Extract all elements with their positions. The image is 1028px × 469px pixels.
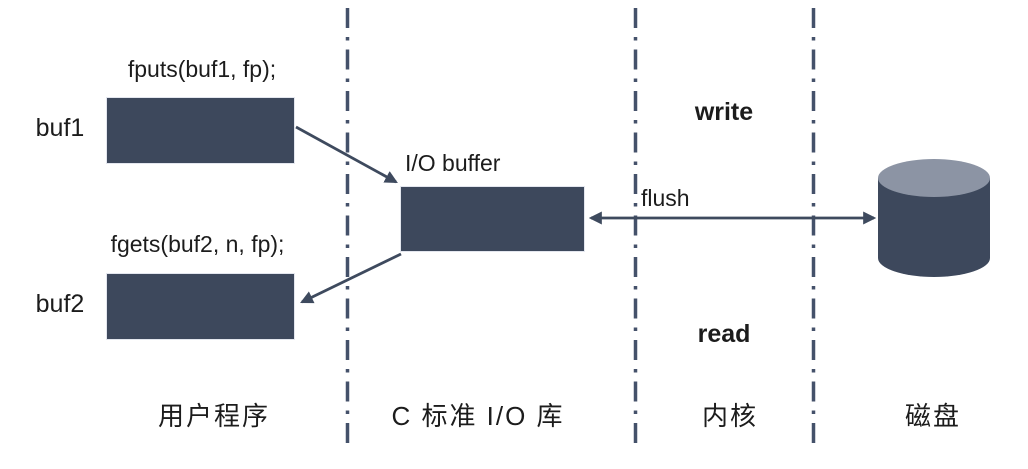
read-label: read <box>697 320 751 348</box>
column-label-user-program: 用户程序 <box>157 401 270 431</box>
arrow-buf1-to-iobuffer <box>295 125 398 184</box>
flush-label: flush <box>641 185 690 211</box>
buf2-label: buf2 <box>35 290 85 318</box>
io-buffer-label: I/O buffer <box>405 150 501 176</box>
io-buffer-box <box>400 186 585 252</box>
column-label-kernel: 内核 <box>701 401 758 431</box>
fgets-call-label: fgets(buf2, n, fp); <box>110 231 285 257</box>
buf1-box <box>106 97 295 164</box>
disk-cylinder-top <box>878 159 990 197</box>
buf1-label: buf1 <box>35 114 85 142</box>
column-label-c-stdio-lib: C 标准 I/O 库 <box>391 401 565 431</box>
write-label: write <box>694 98 754 126</box>
disk-cylinder-body <box>878 178 990 277</box>
buf2-box <box>106 273 295 340</box>
disk-cylinder-icon <box>878 159 990 277</box>
fputs-call-label: fputs(buf1, fp); <box>127 56 277 82</box>
column-label-disk: 磁盘 <box>904 401 961 431</box>
arrow-iobuffer-to-buf2 <box>300 252 402 304</box>
